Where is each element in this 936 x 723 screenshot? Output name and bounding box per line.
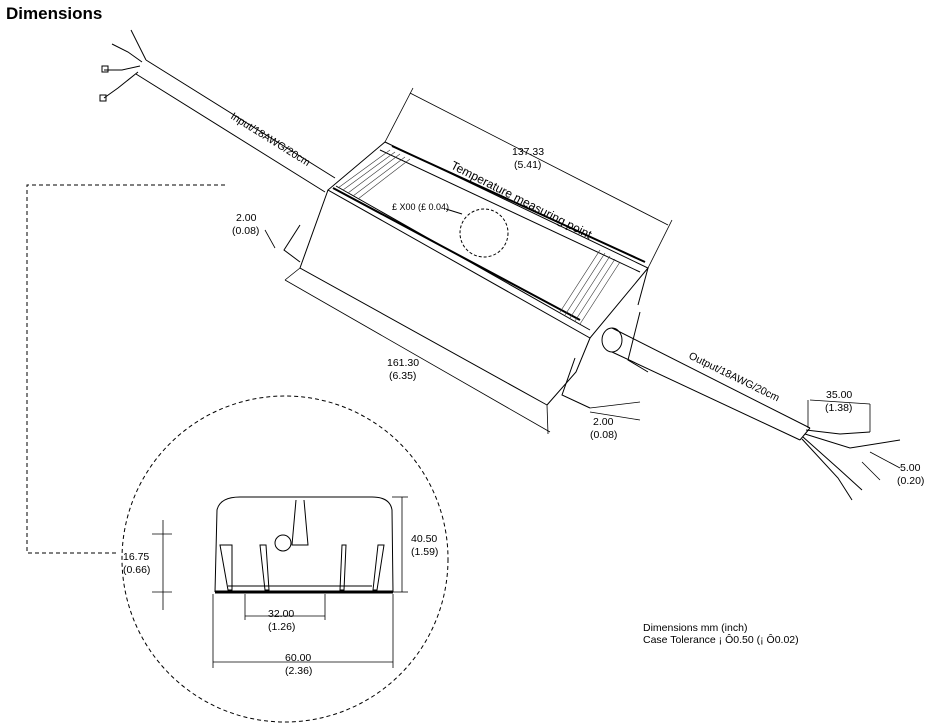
length-top-inch: (5.41) bbox=[514, 159, 541, 171]
length-top-mm: 137.33 bbox=[512, 146, 544, 158]
tolerance-note: Case Tolerance ¡ Ô0.50 (¡ Ô0.02) bbox=[643, 634, 799, 646]
width-inch: (2.36) bbox=[285, 665, 312, 677]
dimension-lines bbox=[264, 87, 901, 481]
height-mm: 40.50 bbox=[411, 533, 437, 545]
page-title: Dimensions bbox=[6, 4, 103, 23]
strip-length-inch: (1.38) bbox=[825, 402, 852, 414]
height-inch: (1.59) bbox=[411, 546, 438, 558]
foot-height-mm: 16.75 bbox=[123, 551, 149, 563]
foot-left-mm: 2.00 bbox=[236, 212, 257, 224]
tip-length-mm: 5.00 bbox=[900, 462, 921, 474]
foot-height-inch: (0.66) bbox=[123, 564, 150, 576]
temperature-point-diameter: £ X00 (£ 0.04) bbox=[392, 202, 449, 212]
foot-right-mm: 2.00 bbox=[593, 416, 614, 428]
strip-length-mm: 35.00 bbox=[826, 389, 852, 401]
temp-leader-line bbox=[445, 208, 463, 215]
output-cable bbox=[601, 327, 901, 501]
foot-left-inch: (0.08) bbox=[232, 225, 259, 237]
detail-callout bbox=[26, 184, 449, 723]
output-cable-label: Output/18AWG/20cm bbox=[687, 350, 782, 404]
tip-length-inch: (0.20) bbox=[897, 475, 924, 487]
foot-right-inch: (0.08) bbox=[590, 429, 617, 441]
spacing-inch: (1.26) bbox=[268, 621, 295, 633]
input-cable bbox=[99, 29, 336, 193]
units-note: Dimensions mm (inch) bbox=[643, 622, 748, 634]
length-bottom-mm: 161.30 bbox=[387, 357, 419, 369]
dimension-notes: Dimensions mm (inch) Case Tolerance ¡ Ô0… bbox=[643, 622, 799, 646]
spacing-mm: 32.00 bbox=[268, 608, 294, 620]
end-view-dimension-lines bbox=[152, 496, 408, 668]
length-bottom-inch: (6.35) bbox=[389, 370, 416, 382]
width-mm: 60.00 bbox=[285, 652, 311, 664]
housing-body bbox=[283, 141, 649, 409]
end-view bbox=[214, 496, 394, 594]
